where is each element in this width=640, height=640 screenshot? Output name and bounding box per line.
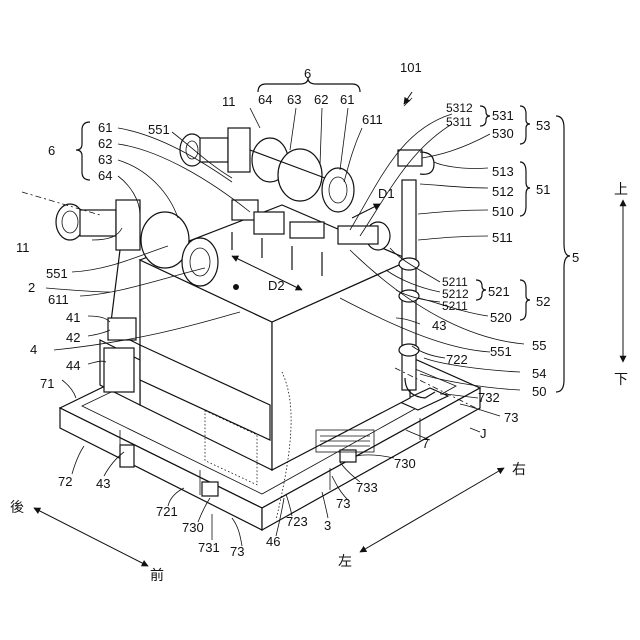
label-2: 2 <box>28 280 35 295</box>
label-733: 733 <box>356 480 378 495</box>
direction-back-label: 後 <box>10 500 24 516</box>
label-730-right: 730 <box>394 456 416 471</box>
label-55: 55 <box>532 338 546 353</box>
bracket-64-top <box>228 128 250 172</box>
label-41: 41 <box>66 310 80 325</box>
label-531: 531 <box>492 108 514 123</box>
label-721: 721 <box>156 504 178 519</box>
label-551-left: 551 <box>46 266 68 281</box>
label-510: 510 <box>492 204 514 219</box>
label-611-top: 611 <box>362 112 383 127</box>
label-73-mid: 73 <box>336 496 350 511</box>
bracket-64-left <box>116 200 140 250</box>
tank-44 <box>104 348 134 392</box>
label-63-top: 63 <box>287 92 301 107</box>
label-11-left: 11 <box>16 240 30 255</box>
label-71: 71 <box>40 376 54 391</box>
label-D2: D2 <box>268 278 285 293</box>
label-64-left: 64 <box>98 168 112 183</box>
label-54: 54 <box>532 366 546 381</box>
label-551-top: 551 <box>148 122 170 137</box>
label-72: 72 <box>58 474 72 489</box>
label-521: 521 <box>488 284 510 299</box>
label-6-left: 6 <box>48 143 55 158</box>
direction-right-label: 右 <box>512 462 526 478</box>
label-73-right: 73 <box>504 410 518 425</box>
label-611-left: 611 <box>48 292 69 307</box>
label-722: 722 <box>446 352 468 367</box>
direction-front-label: 前 <box>150 567 164 584</box>
label-530: 530 <box>492 126 514 141</box>
label-61-top: 61 <box>340 92 354 107</box>
label-551-right: 551 <box>490 344 512 359</box>
drain-port-730-front <box>202 482 218 496</box>
label-11-top: 11 <box>222 94 236 109</box>
sensor-dot <box>233 284 239 290</box>
label-723: 723 <box>286 514 308 529</box>
label-5312: 5312 <box>446 101 473 115</box>
label-62-left: 62 <box>98 136 112 151</box>
label-62-top: 62 <box>314 92 328 107</box>
label-511: 511 <box>492 230 513 245</box>
label-512: 512 <box>492 184 514 199</box>
label-64-top: 64 <box>258 92 272 107</box>
label-43-right: 43 <box>432 318 446 333</box>
top-pump-assembly <box>180 128 354 212</box>
label-513: 513 <box>492 164 514 179</box>
direction-up-label: 上 <box>614 182 628 198</box>
label-52: 52 <box>536 294 550 309</box>
label-44: 44 <box>66 358 80 373</box>
label-5211b: 5211 <box>442 299 468 313</box>
label-4: 4 <box>30 342 37 357</box>
label-73-bot: 73 <box>230 544 244 559</box>
label-D1: D1 <box>378 186 395 201</box>
bracket-721 <box>120 445 134 467</box>
label-5311: 5311 <box>446 115 472 129</box>
label-46: 46 <box>266 534 280 549</box>
mount-41 <box>108 318 136 340</box>
direction-down-label: 下 <box>614 372 628 388</box>
label-731: 731 <box>198 540 220 555</box>
label-7: 7 <box>422 436 429 451</box>
label-730-bot: 730 <box>182 520 204 535</box>
label-63-left: 63 <box>98 152 112 167</box>
label-61-left: 61 <box>98 120 112 135</box>
label-6-top: 6 <box>304 66 311 81</box>
label-53: 53 <box>536 118 550 133</box>
label-J: J <box>480 426 487 441</box>
label-50: 50 <box>532 384 546 399</box>
label-43-left: 43 <box>96 476 110 491</box>
label-520: 520 <box>490 310 512 325</box>
label-101: 101 <box>400 60 422 75</box>
vertical-pipe-5 <box>398 150 435 398</box>
label-3: 3 <box>324 518 331 533</box>
label-5: 5 <box>572 250 579 265</box>
label-42: 42 <box>66 330 80 345</box>
label-51: 51 <box>536 182 550 197</box>
label-732: 732 <box>478 390 500 405</box>
direction-left-label: 左 <box>338 554 352 570</box>
